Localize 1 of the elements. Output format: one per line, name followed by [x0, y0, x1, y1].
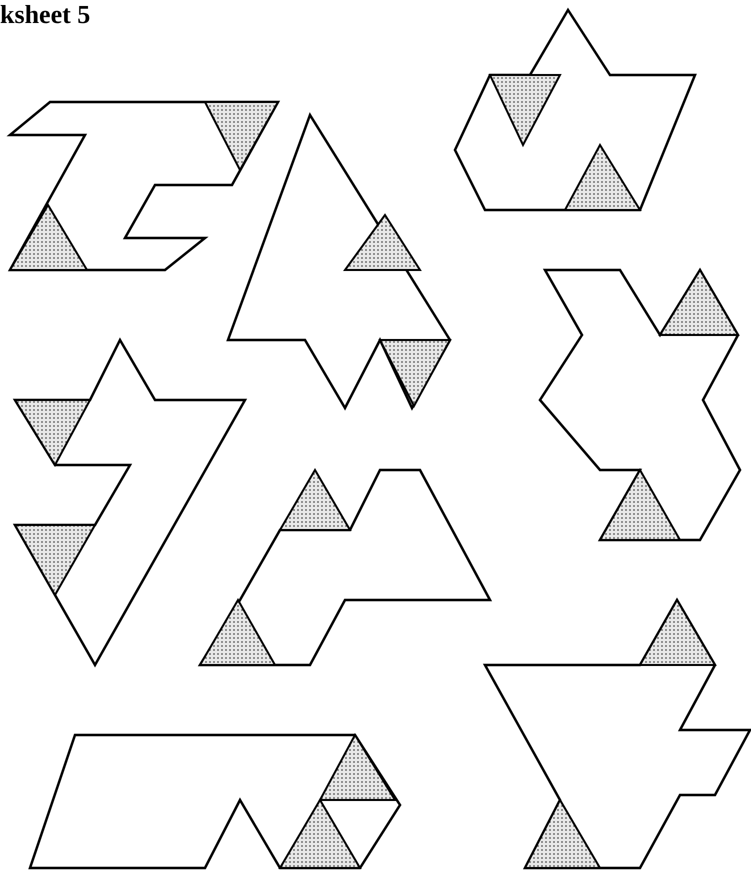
worksheet-title: ksheet 5: [0, 0, 90, 30]
